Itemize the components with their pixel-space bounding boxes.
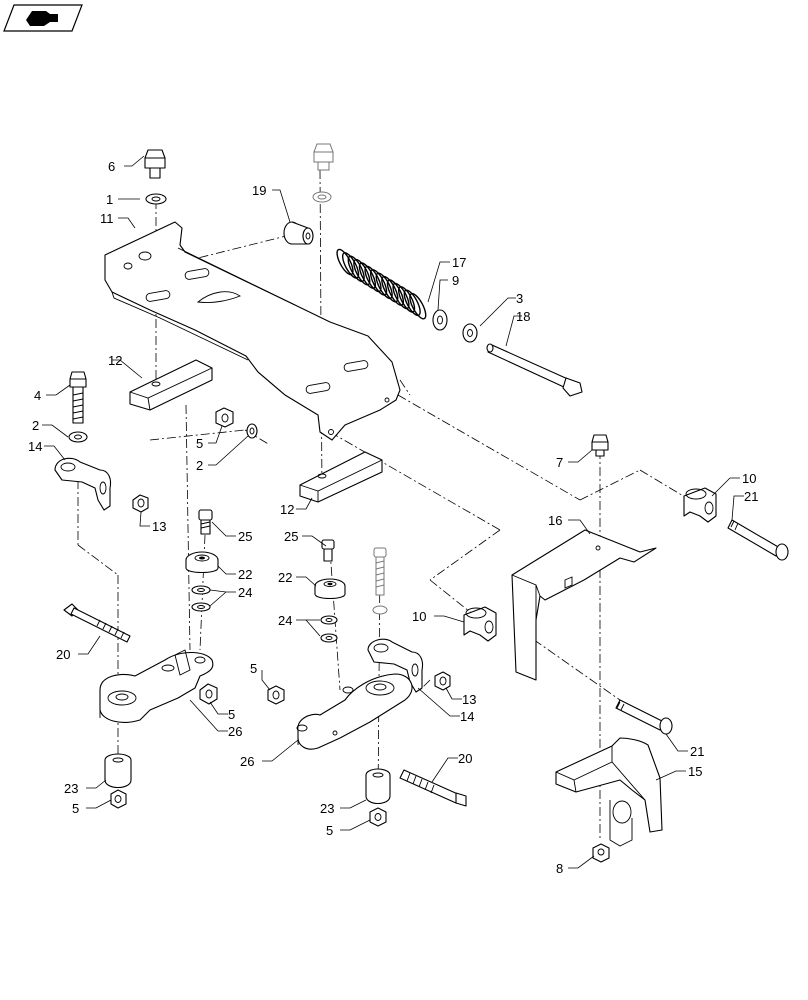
callout-c3: 3 — [516, 291, 523, 306]
hex-bolt-6 — [144, 149, 166, 179]
callout-c1: 1 — [106, 192, 113, 207]
callout-c12b: 12 — [280, 502, 294, 517]
washer-2-left — [68, 431, 88, 443]
callout-c7: 7 — [556, 455, 563, 470]
ghost-washer — [312, 191, 332, 203]
washer-1 — [145, 193, 167, 205]
nut-5-upper — [215, 407, 234, 428]
callout-c21b: 21 — [690, 744, 704, 759]
callout-c5c: 5 — [228, 707, 235, 722]
callout-c19: 19 — [252, 183, 266, 198]
callout-c25b: 25 — [284, 529, 298, 544]
bushing-23-left — [104, 753, 132, 789]
callout-c26b: 26 — [240, 754, 254, 769]
callout-c17: 17 — [452, 255, 466, 270]
callout-c8: 8 — [556, 861, 563, 876]
callout-c10a: 10 — [742, 471, 756, 486]
callout-c26a: 26 — [228, 724, 242, 739]
bracket-15 — [555, 737, 663, 847]
callout-c24a: 24 — [238, 585, 252, 600]
bolt-20-left — [63, 603, 131, 643]
pin-21-upper — [727, 519, 789, 561]
callout-c22b: 22 — [278, 570, 292, 585]
pin-21-lower — [615, 699, 673, 735]
callout-c23a: 23 — [64, 781, 78, 796]
nut-13-left — [132, 494, 149, 513]
washer-3 — [462, 323, 478, 343]
bolt-20-right — [399, 769, 467, 807]
callout-c5b: 5 — [250, 661, 257, 676]
callout-c5a: 5 — [196, 436, 203, 451]
callout-c9: 9 — [452, 273, 459, 288]
callout-c16: 16 — [548, 513, 562, 528]
callout-c6: 6 — [108, 159, 115, 174]
callout-c5e: 5 — [326, 823, 333, 838]
block-12-lower — [299, 451, 383, 503]
callout-c14a: 14 — [28, 439, 42, 454]
nut-5-left-lever — [199, 683, 218, 705]
callout-c20b: 20 — [458, 751, 472, 766]
callout-c5d: 5 — [72, 801, 79, 816]
main-plate-11 — [104, 221, 401, 441]
bolt-7 — [591, 434, 609, 457]
navigation-icon[interactable] — [3, 4, 83, 32]
spring-17 — [336, 248, 427, 320]
callout-c21a: 21 — [744, 489, 758, 504]
callout-c23b: 23 — [320, 801, 334, 816]
callout-c11: 11 — [100, 211, 114, 226]
callout-c12a: 12 — [108, 353, 122, 368]
callout-c4: 4 — [34, 388, 41, 403]
nut-5-middle — [267, 685, 285, 705]
washer-9 — [432, 309, 448, 331]
pin-18 — [486, 343, 583, 397]
ghost-bolt-middle — [372, 547, 388, 615]
screw-25-middle — [321, 539, 335, 562]
callout-c18: 18 — [516, 309, 530, 324]
bracket-16 — [511, 529, 657, 681]
hinge-10-upper — [683, 487, 717, 523]
clamp-14-right — [367, 638, 424, 693]
callout-c14b: 14 — [460, 709, 474, 724]
callout-c24b: 24 — [278, 613, 292, 628]
callout-leaders — [42, 155, 744, 869]
callout-c13a: 13 — [152, 519, 166, 534]
block-12-upper — [129, 359, 213, 411]
long-bolt-4 — [69, 371, 87, 424]
callout-c13b: 13 — [462, 692, 476, 707]
bushing-19 — [283, 221, 314, 245]
hinge-10-lower — [463, 606, 497, 642]
callout-c15: 15 — [688, 764, 702, 779]
bearing-22-left — [185, 551, 219, 574]
callout-c22a: 22 — [238, 567, 252, 582]
lever-26-right — [296, 673, 413, 750]
nut-13-right — [434, 671, 451, 691]
callout-c10b: 10 — [412, 609, 426, 624]
screw-25-left — [198, 509, 213, 535]
bushing-23-right — [365, 768, 391, 805]
callout-c2b: 2 — [196, 458, 203, 473]
nut-5-left-bottom — [110, 789, 127, 809]
bearing-22-middle — [314, 578, 346, 600]
washer-2-middle — [246, 423, 258, 439]
washers-24-left — [191, 585, 211, 612]
nut-5-right-bottom — [369, 807, 387, 827]
ghost-bolt — [313, 143, 334, 171]
callout-c25a: 25 — [238, 529, 252, 544]
callout-c2a: 2 — [32, 418, 39, 433]
callout-c20a: 20 — [56, 647, 70, 662]
lever-26-left — [99, 649, 214, 723]
nut-8 — [592, 843, 610, 863]
clamp-14-left — [54, 457, 112, 511]
washers-24-middle — [320, 615, 338, 643]
